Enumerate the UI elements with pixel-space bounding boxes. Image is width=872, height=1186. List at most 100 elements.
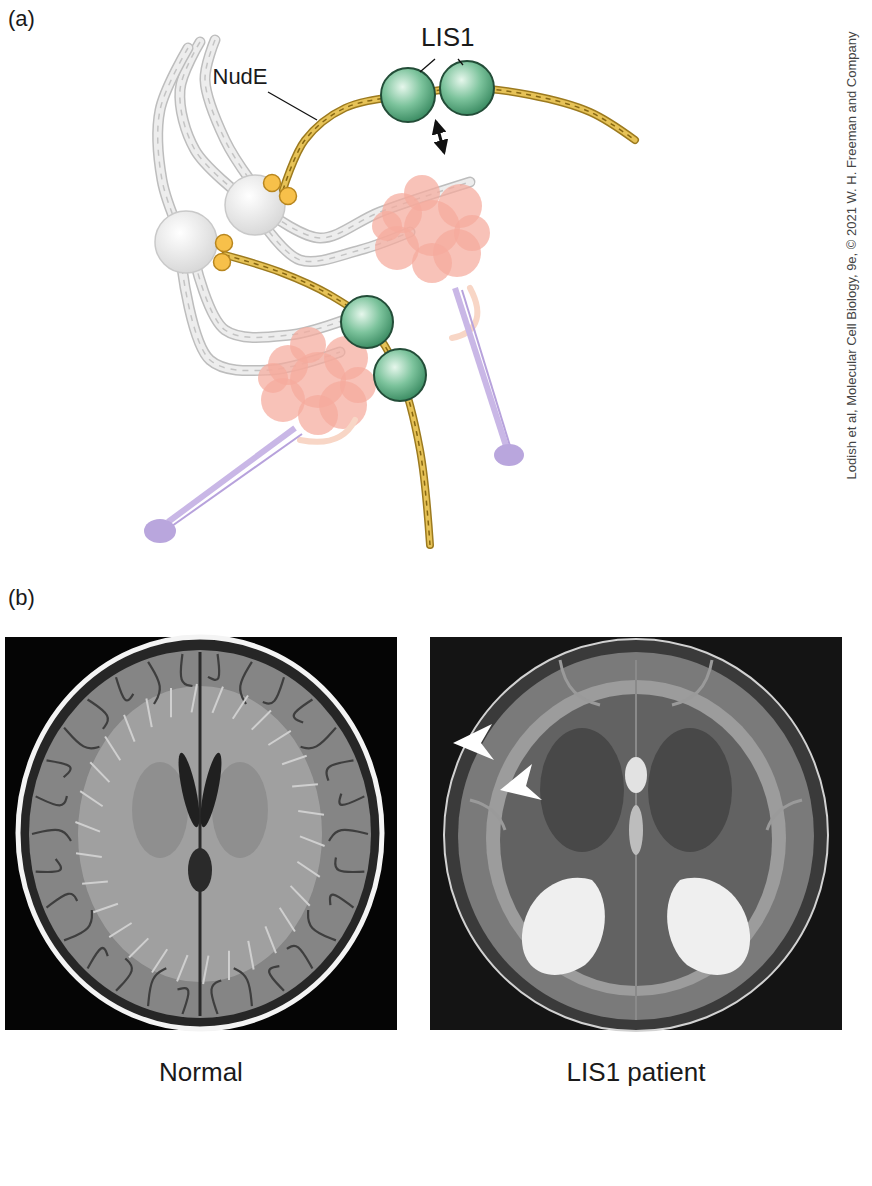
sulcus bbox=[294, 699, 313, 722]
motor-lobe bbox=[372, 211, 402, 241]
lis1-sphere bbox=[440, 61, 494, 115]
sulcus bbox=[148, 662, 160, 704]
ventricle bbox=[174, 751, 203, 828]
white-matter-tract bbox=[80, 791, 102, 806]
sulcus bbox=[301, 728, 336, 749]
white-matter-tract bbox=[75, 822, 100, 832]
motor-lobe bbox=[340, 367, 376, 403]
white-matter-tract bbox=[177, 955, 188, 981]
sulcus bbox=[116, 677, 133, 700]
midline bbox=[199, 652, 202, 1016]
sulcus bbox=[36, 796, 67, 805]
sulcus bbox=[64, 910, 92, 940]
mri-frame bbox=[430, 637, 842, 1030]
interaction-arrow bbox=[436, 122, 444, 152]
copyright-notice: Lodish et al, Molecular Cell Biology, 9e… bbox=[845, 31, 860, 479]
sulcus bbox=[308, 910, 336, 940]
sulcus bbox=[177, 988, 188, 1014]
motor-domain bbox=[372, 175, 490, 283]
stalk bbox=[462, 290, 510, 446]
stalk bbox=[455, 288, 506, 446]
brain bbox=[29, 650, 371, 1018]
lis1-sphere bbox=[341, 296, 393, 348]
panel-letter: (a) bbox=[8, 6, 35, 31]
stalk bbox=[168, 428, 295, 522]
sulcus bbox=[64, 728, 99, 749]
arrowhead-marker bbox=[453, 724, 494, 760]
lis1-sphere bbox=[374, 349, 426, 401]
white-matter-tract bbox=[248, 941, 253, 970]
panel-caption: Normal bbox=[5, 1058, 397, 1088]
skull bbox=[18, 637, 382, 1029]
motor-lobe bbox=[454, 215, 490, 251]
white-matter-tract bbox=[282, 756, 307, 764]
ventricle bbox=[188, 848, 212, 892]
sulcus bbox=[326, 760, 353, 780]
shallow-sulcus bbox=[767, 800, 802, 830]
sulcus bbox=[287, 946, 313, 969]
ventricle bbox=[196, 751, 225, 828]
ventricle bbox=[625, 757, 647, 793]
sulcus bbox=[339, 794, 364, 805]
nude-strand-twist bbox=[225, 255, 430, 545]
white-matter-tract bbox=[203, 956, 208, 984]
white-matter-tract bbox=[292, 784, 318, 786]
white-matter-tract bbox=[233, 696, 248, 719]
white-matter-tract bbox=[252, 711, 271, 730]
sulcus bbox=[47, 760, 71, 777]
motor-lobe bbox=[298, 395, 338, 435]
mri-normal bbox=[5, 637, 397, 1030]
lis1-sphere bbox=[381, 68, 435, 122]
dynein-tail-body bbox=[205, 40, 250, 180]
mri-panel: LIS1 patient bbox=[430, 637, 842, 1096]
panel-caption: LIS1 patient bbox=[430, 1058, 842, 1088]
white-matter-tract bbox=[228, 951, 230, 980]
mri-lis1 bbox=[430, 637, 842, 1031]
shallow-sulcus bbox=[470, 800, 505, 830]
sulcus bbox=[88, 699, 108, 728]
sulcus bbox=[335, 858, 364, 872]
shallow-sulcus bbox=[672, 660, 712, 705]
white-matter-tract bbox=[152, 949, 167, 972]
white-matter-tract bbox=[297, 862, 319, 877]
sulcus bbox=[263, 677, 284, 703]
basal-ganglia bbox=[648, 728, 732, 852]
cortex bbox=[458, 652, 814, 1020]
dynein-head bbox=[155, 211, 217, 273]
white-matter-tract bbox=[90, 762, 109, 782]
nude-strand bbox=[225, 255, 430, 545]
sulcus bbox=[330, 895, 354, 908]
sulcus bbox=[36, 859, 61, 872]
white-matter-tract bbox=[105, 736, 120, 760]
nude-domain bbox=[214, 254, 231, 271]
white-matter-tract bbox=[109, 923, 131, 937]
protein-label: NudE bbox=[213, 64, 268, 89]
leader-line bbox=[420, 59, 435, 72]
dynein-tail-edge bbox=[158, 48, 188, 228]
occipital-horn bbox=[667, 878, 750, 975]
white-matter-tract bbox=[93, 904, 118, 912]
sulcus bbox=[181, 654, 193, 686]
motor-lobe bbox=[404, 175, 440, 211]
dynein-tail-twist bbox=[205, 40, 250, 180]
white-matter-tract bbox=[82, 881, 108, 883]
sulcus bbox=[148, 968, 166, 1006]
basal-ganglia bbox=[540, 728, 624, 852]
occipital-horn bbox=[522, 878, 605, 975]
white-matter-tract bbox=[298, 811, 324, 815]
nude-domain bbox=[280, 188, 297, 205]
ventricle bbox=[629, 805, 643, 855]
white-matter-tract bbox=[76, 853, 102, 857]
white-matter-tract bbox=[268, 731, 290, 745]
shallow-sulcus bbox=[560, 660, 600, 705]
white-matter-tract bbox=[170, 688, 172, 717]
stalk bbox=[172, 434, 302, 526]
white-matter-tract bbox=[212, 687, 223, 713]
sulcus bbox=[234, 968, 252, 1006]
leader-line bbox=[268, 92, 317, 120]
white-matter-tract bbox=[129, 938, 148, 957]
sulcus bbox=[329, 830, 368, 841]
mri-panel: Normal bbox=[5, 637, 397, 1096]
